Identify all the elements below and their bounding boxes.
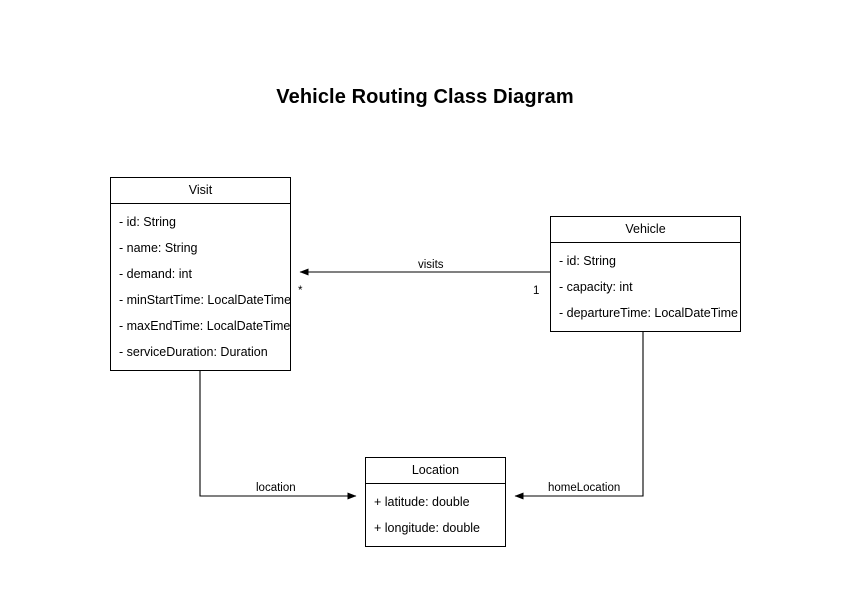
edge-label-visits: visits <box>415 259 447 271</box>
multiplicity-visits-source: 1 <box>533 285 540 297</box>
class-attributes-location: + latitude: double + longitude: double <box>366 484 505 546</box>
class-attribute: + longitude: double <box>374 521 480 535</box>
class-attribute: - minStartTime: LocalDateTime <box>119 293 292 307</box>
class-attribute: - serviceDuration: Duration <box>119 345 268 359</box>
class-attribute: - capacity: int <box>559 280 633 294</box>
class-name-location: Location <box>366 458 505 484</box>
class-box-visit[interactable]: Visit - id: String - name: String - dema… <box>110 177 291 371</box>
class-attribute: - id: String <box>559 254 616 268</box>
diagram-title: Vehicle Routing Class Diagram <box>276 86 574 108</box>
class-attribute: - maxEndTime: LocalDateTime <box>119 319 291 333</box>
edge-home-location <box>514 321 644 500</box>
class-name-visit: Visit <box>111 178 290 204</box>
class-box-vehicle[interactable]: Vehicle - id: String - capacity: int - d… <box>550 216 741 332</box>
class-attribute: - demand: int <box>119 267 192 281</box>
edge-label-location: location <box>253 482 299 494</box>
class-attribute: - id: String <box>119 215 176 229</box>
edge-label-home-location: homeLocation <box>545 482 624 494</box>
multiplicity-visits-target: * <box>298 285 303 297</box>
edge-location <box>199 361 357 500</box>
class-box-location[interactable]: Location + latitude: double + longitude:… <box>365 457 506 547</box>
class-name-vehicle: Vehicle <box>551 217 740 243</box>
class-attributes-visit: - id: String - name: String - demand: in… <box>111 204 292 370</box>
class-attribute: - departureTime: LocalDateTime <box>559 306 739 320</box>
class-attribute: - name: String <box>119 241 198 255</box>
class-attributes-vehicle: - id: String - capacity: int - departure… <box>551 243 740 331</box>
class-attribute: + latitude: double <box>374 495 470 509</box>
